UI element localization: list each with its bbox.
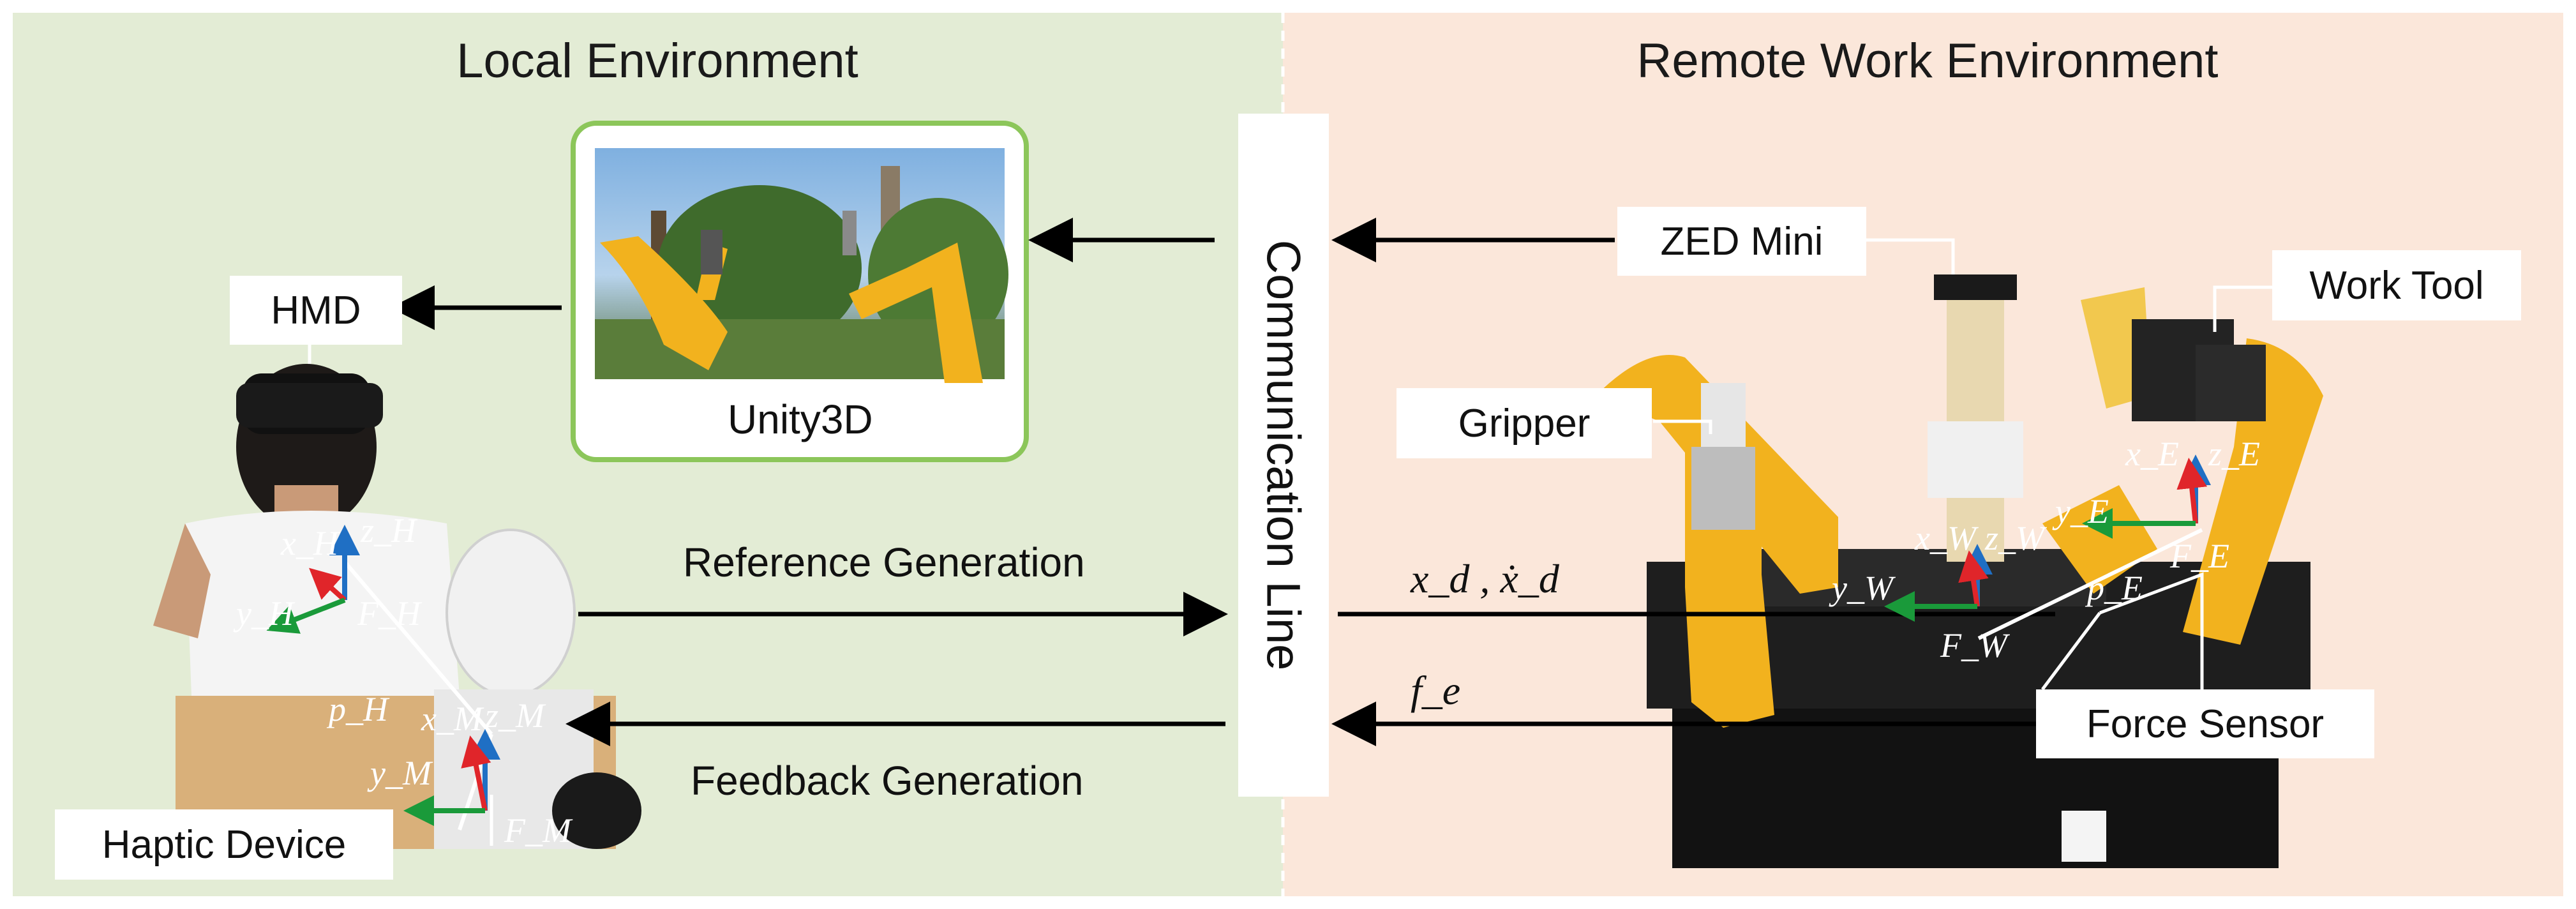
yH-label: y_H (236, 594, 294, 633)
force-sensor-label: Force Sensor (2036, 689, 2374, 758)
gripper-label: Gripper (1397, 388, 1652, 458)
xd-label: x_d , ẋ_d (1411, 556, 1559, 601)
yM-label: y_M (370, 754, 431, 792)
feedback-generation-caption: Feedback Generation (691, 758, 1084, 804)
communication-line-bar (1238, 114, 1329, 797)
xH-label: x_H (281, 524, 338, 562)
zed-mini-label: ZED Mini (1617, 207, 1866, 276)
reference-generation-caption: Reference Generation (683, 539, 1085, 585)
frame-w (1884, 544, 1993, 622)
haptic-device-label: Haptic Device (55, 809, 393, 880)
FM-label: F_M (504, 811, 571, 850)
pE-label: p_E (2087, 569, 2143, 607)
work-tool-label: Work Tool (2272, 250, 2521, 320)
FE-label: F_E (2170, 537, 2229, 575)
operator-figure (153, 364, 641, 849)
zW-label: z_W (1985, 519, 2044, 557)
communication-line-label: Communication Line (1257, 239, 1310, 671)
local-environment-title: Local Environment (456, 34, 858, 88)
FH-label: F_H (357, 594, 421, 633)
zM-label: z_M (485, 696, 544, 735)
xW-label: x_W (1915, 519, 1976, 557)
remote-environment-title: Remote Work Environment (1636, 34, 2219, 88)
xM-label: x_M (421, 700, 483, 738)
unity-view (571, 121, 1029, 462)
frame-h (266, 525, 360, 634)
zE-label: z_E (2208, 435, 2260, 473)
yE-label: y_E (2055, 492, 2109, 530)
xE-label: x_E (2125, 435, 2179, 473)
frame-e (2082, 454, 2211, 539)
hmd-label: HMD (230, 276, 402, 345)
FW-label: F_W (1940, 626, 2007, 665)
yW-label: y_W (1832, 569, 1893, 607)
unity-label: Unity3D (728, 396, 873, 442)
zH-label: z_H (361, 511, 417, 550)
fe-label: f_e (1411, 668, 1461, 713)
pH-label: p_H (329, 690, 388, 728)
frame-m (403, 729, 500, 826)
